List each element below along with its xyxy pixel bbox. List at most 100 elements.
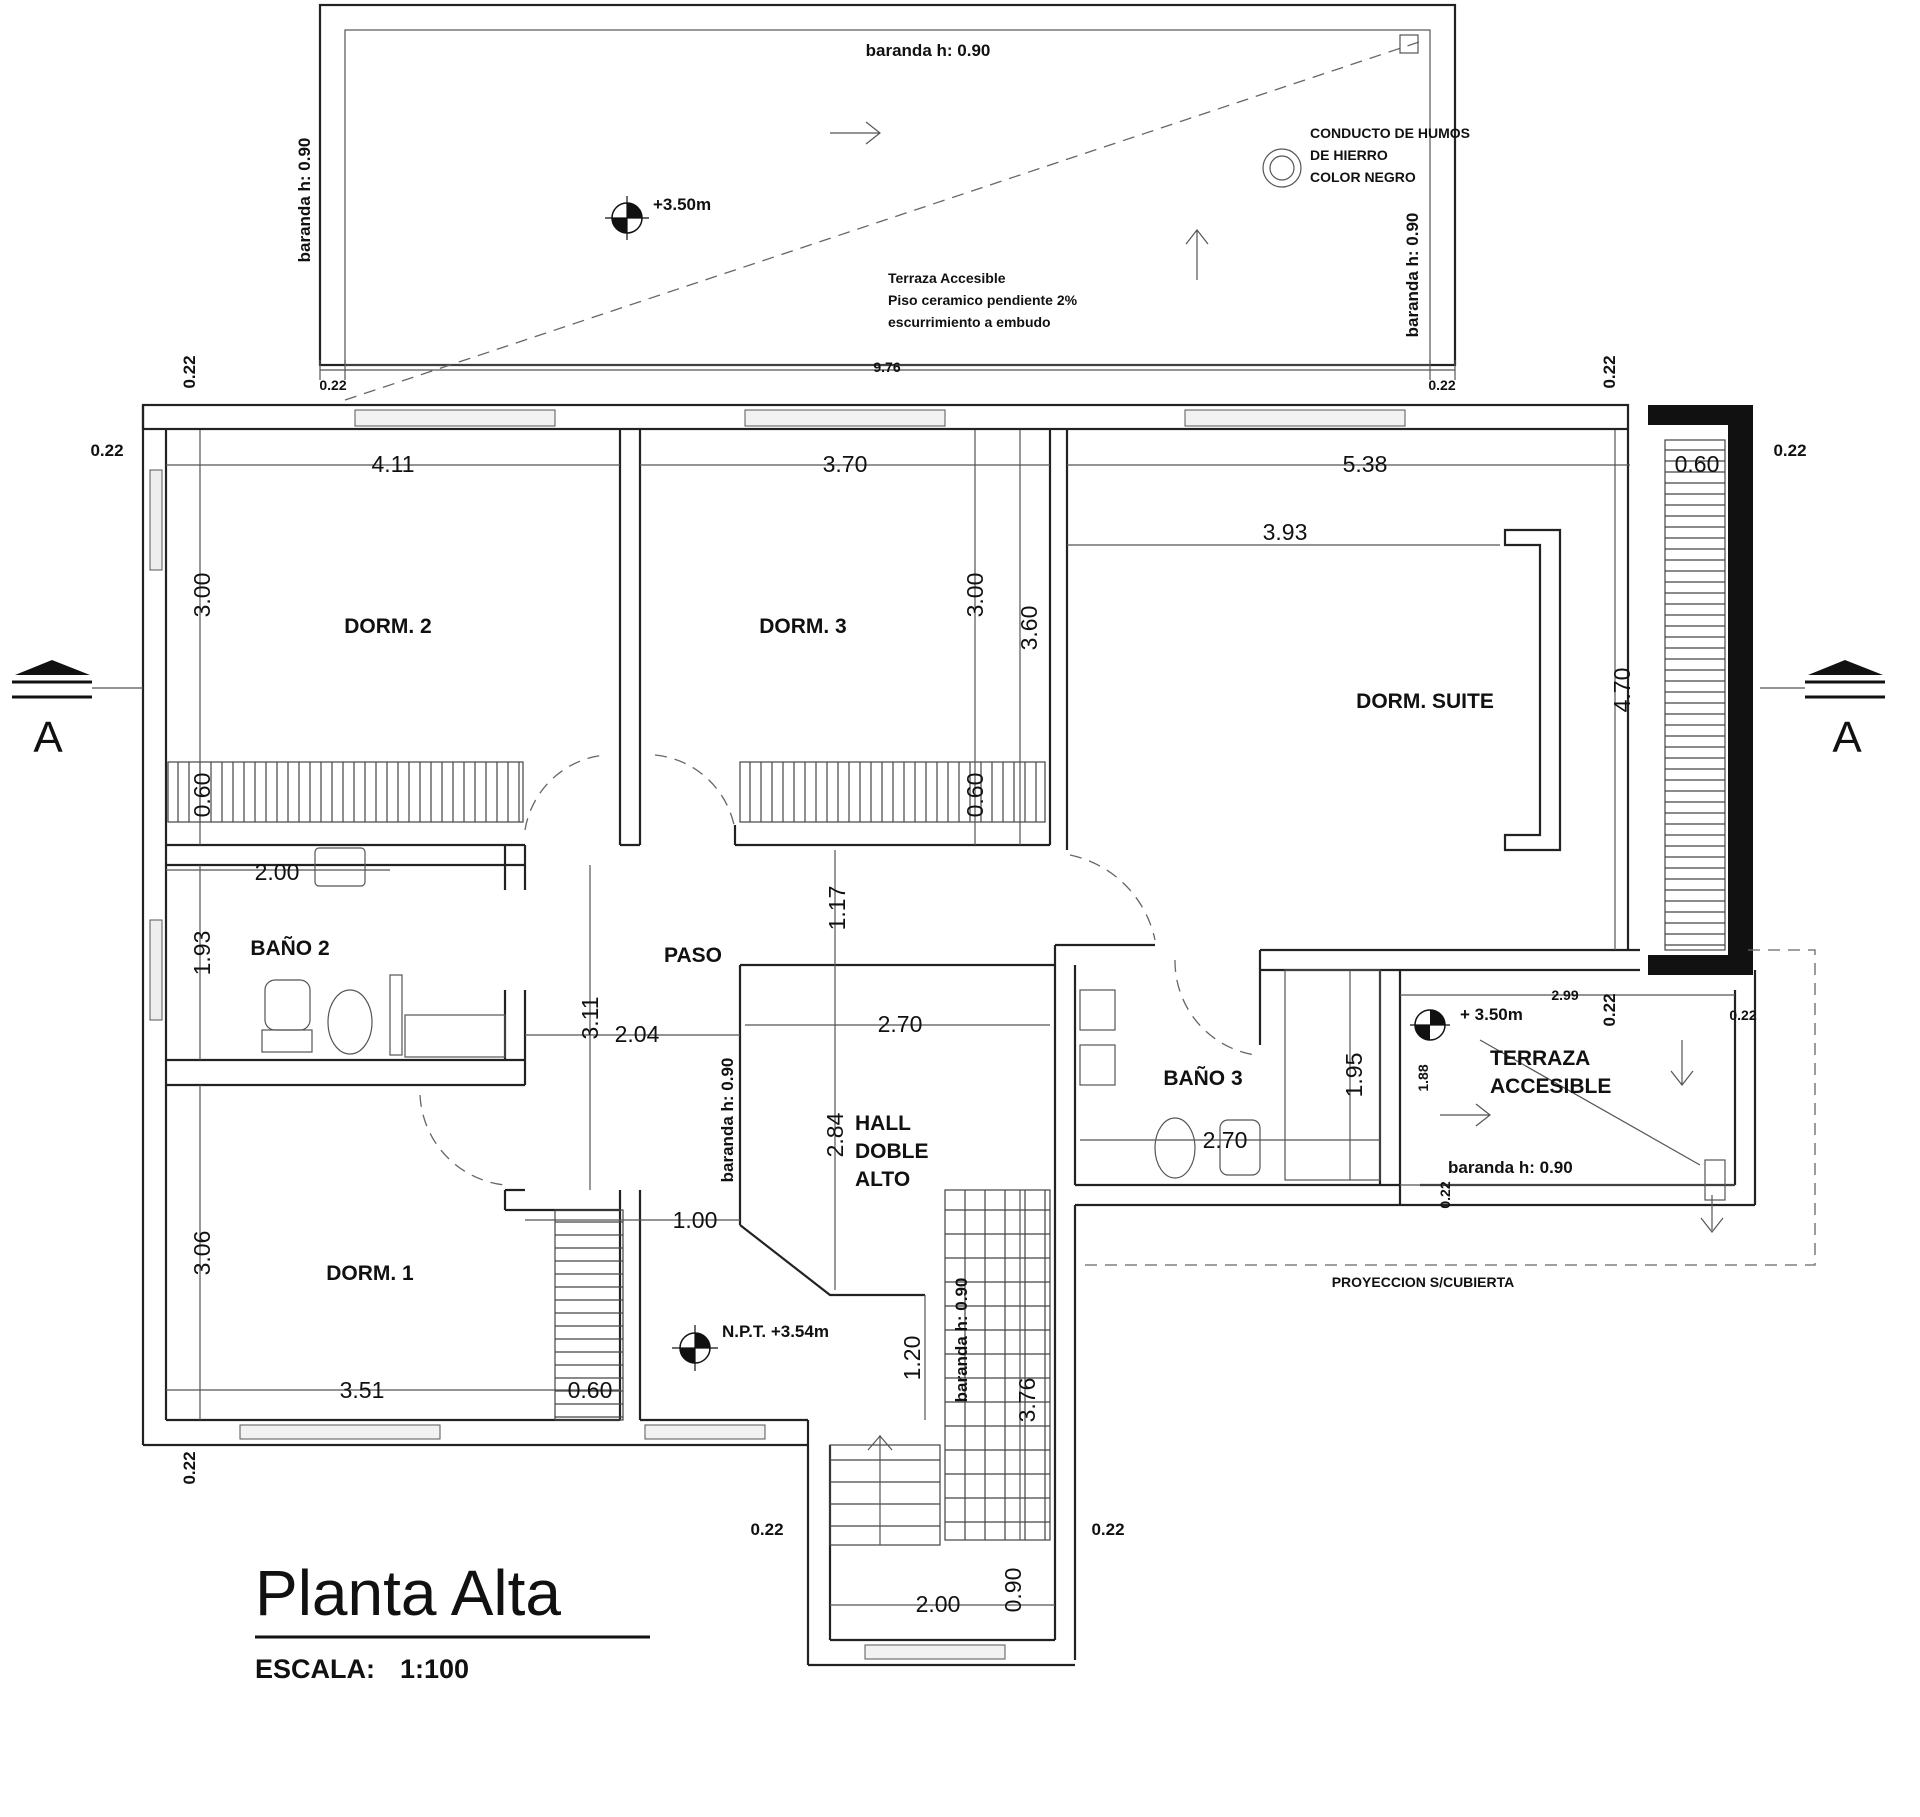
room-terraza-line1: TERRAZA — [1490, 1047, 1590, 1070]
dim-284: 2.84 — [822, 1112, 848, 1157]
room-bano2: BAÑO 2 — [250, 937, 329, 960]
walls — [141, 403, 1757, 1667]
dim-022: 0.22 — [180, 1451, 199, 1484]
dim-022: 0.22 — [90, 441, 123, 460]
railing-note-top: baranda h: 0.90 — [866, 41, 991, 60]
dim-204: 2.04 — [615, 1021, 660, 1047]
chimney-note-line2: DE HIERRO — [1310, 147, 1388, 163]
chimney-note-line3: COLOR NEGRO — [1310, 169, 1416, 185]
sink-icon — [314, 847, 366, 887]
dim-299: 2.99 — [1551, 987, 1578, 1003]
wardrobe-hatch — [167, 761, 1046, 823]
dim-393: 3.93 — [1263, 519, 1308, 545]
drawing-title: Planta Alta — [255, 1557, 561, 1629]
dim-022: 0.22 — [1437, 1181, 1453, 1208]
dim-090: 0.90 — [1000, 1568, 1026, 1613]
dim-022: 0.22 — [1091, 1520, 1124, 1539]
annotations: baranda h: 0.90 baranda h: 0.90 baranda … — [295, 41, 1573, 1402]
railing-note-left: baranda h: 0.90 — [295, 138, 314, 263]
level-marker-icon — [605, 196, 649, 240]
room-hall-line1: HALL — [855, 1112, 911, 1135]
dim-351: 3.51 — [340, 1377, 385, 1403]
elevation-terrace: + 3.50m — [1460, 1005, 1523, 1024]
dim-311: 3.11 — [577, 996, 603, 1039]
scale-label: ESCALA: — [255, 1654, 375, 1684]
dim-060: 0.60 — [1675, 451, 1720, 477]
dim-270: 2.70 — [1203, 1127, 1248, 1153]
fixtures — [261, 847, 1726, 1201]
toilet-icon — [1219, 1119, 1261, 1176]
chimney-icon — [1262, 148, 1302, 188]
dim-470: 4.70 — [1609, 668, 1635, 713]
railing-note-hall: baranda h: 0.90 — [718, 1058, 737, 1183]
room-dorm2: DORM. 2 — [344, 615, 432, 638]
dim-060: 0.60 — [568, 1377, 613, 1403]
dim-120: 1.20 — [899, 1336, 925, 1381]
dim-270: 2.70 — [878, 1011, 923, 1037]
floor-level-note: N.P.T. +3.54m — [722, 1322, 829, 1341]
dim-538: 5.38 — [1343, 451, 1388, 477]
railing-note-right: baranda h: 0.90 — [1403, 213, 1422, 338]
dim-022: 0.22 — [1600, 355, 1619, 388]
dim-976: 9.76 — [873, 359, 900, 375]
railing-note-terrace: baranda h: 0.90 — [1448, 1158, 1573, 1177]
dimension-labels: 0.22 0.22 0.22 9.76 0.22 0.22 0.22 4.11 … — [90, 355, 1806, 1617]
roof-projection — [1085, 949, 1816, 1266]
chimney-note-line1: CONDUCTO DE HUMOS — [1310, 125, 1470, 141]
dim-370: 3.70 — [823, 451, 868, 477]
dim-100: 1.00 — [673, 1207, 718, 1233]
room-dorm3: DORM. 3 — [759, 615, 847, 638]
dim-022: 0.22 — [750, 1520, 783, 1539]
dim-022: 0.22 — [180, 355, 199, 388]
elevation-top: +3.50m — [653, 195, 711, 214]
dim-360: 3.60 — [1016, 606, 1042, 651]
room-dorm1: DORM. 1 — [326, 1262, 414, 1285]
dim-411: 4.11 — [371, 451, 414, 477]
section-mark-right: A — [1832, 713, 1862, 762]
railing-note-stair: baranda h: 0.90 — [952, 1278, 971, 1403]
doors — [419, 754, 1256, 1186]
dim-306: 3.06 — [189, 1231, 215, 1276]
sink-icon — [404, 1014, 506, 1058]
dim-188: 1.88 — [1415, 1064, 1431, 1091]
section-mark-left: A — [33, 713, 63, 762]
bidet-icon — [1154, 1117, 1196, 1179]
arrow-down-icon — [1670, 1040, 1694, 1086]
dim-300: 3.00 — [189, 573, 215, 618]
dim-193: 1.93 — [189, 931, 215, 976]
dim-022: 0.22 — [1600, 993, 1619, 1026]
arrow-up-icon — [867, 1435, 893, 1545]
stair-hatch-right — [1664, 439, 1726, 951]
terrace-note-line2: Piso ceramico pendiente 2% — [888, 292, 1078, 308]
exterior-wall-thick — [1648, 405, 1753, 975]
dim-117: 1.17 — [824, 886, 850, 931]
arrow-down-icon — [1700, 1195, 1724, 1233]
dim-200: 2.00 — [916, 1591, 961, 1617]
dim-300: 3.00 — [962, 573, 988, 618]
dim-376: 3.76 — [1014, 1378, 1040, 1423]
stair-left — [554, 1209, 624, 1421]
arrow-up-icon — [1185, 229, 1209, 280]
dim-195: 1.95 — [1341, 1053, 1367, 1098]
section-marker-right — [1760, 660, 1885, 699]
dim-060: 0.60 — [962, 773, 988, 818]
dim-022: 0.22 — [1428, 377, 1455, 393]
room-labels: DORM. 2 DORM. 3 DORM. SUITE BAÑO 2 PASO … — [250, 615, 1611, 1285]
dim-022: 0.22 — [319, 377, 346, 393]
dim-200: 2.00 — [255, 859, 300, 885]
toilet-icon — [264, 979, 311, 1031]
terrace-note-line3: escurrimiento a embudo — [888, 314, 1051, 330]
upper-terrace — [318, 3, 1457, 401]
arrow-right-icon — [1440, 1103, 1491, 1127]
dim-060: 0.60 — [189, 773, 215, 818]
sink-icon — [1079, 989, 1116, 1031]
dim-022: 0.22 — [1729, 1007, 1756, 1023]
dim-022: 0.22 — [1773, 441, 1806, 460]
bidet-icon — [327, 989, 373, 1055]
level-marker-icon — [1410, 1009, 1450, 1041]
terrace-note-line1: Terraza Accesible — [888, 270, 1006, 286]
room-bano3: BAÑO 3 — [1163, 1067, 1242, 1090]
shower — [1284, 969, 1381, 1181]
sink-icon — [1079, 1044, 1116, 1086]
